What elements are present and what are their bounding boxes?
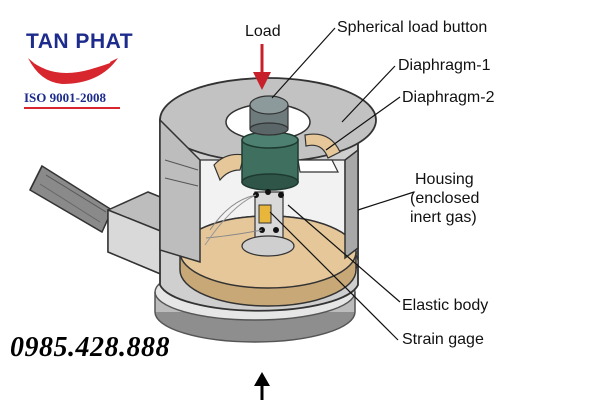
label-housing-line2: (enclosed [410, 190, 480, 207]
label-strain-gage: Strain gage [402, 331, 484, 348]
label-elastic-body: Elastic body [402, 297, 489, 314]
load-arrow [253, 44, 271, 90]
label-spherical-load-button: Spherical load button [337, 19, 488, 36]
label-load: Load [245, 23, 281, 40]
strain-gage-element [258, 204, 272, 224]
spherical-load-button [249, 95, 289, 136]
cable [29, 164, 113, 234]
tan-phat-logo [24, 58, 120, 109]
reaction-arrow [254, 372, 270, 400]
brand-iso: ISO 9001-2008 [24, 90, 106, 105]
label-diaphragm-1: Diaphragm-1 [398, 57, 491, 74]
logo-red-swoosh [28, 58, 118, 84]
label-housing-line1: Housing [415, 171, 474, 188]
logo-red-swoosh-2 [33, 61, 111, 72]
central-column [241, 131, 299, 191]
phone-number: 0985.428.888 [10, 332, 170, 363]
label-diaphragm-2: Diaphragm-2 [402, 89, 495, 106]
strain-gage-column [204, 189, 295, 257]
brand-name: TAN PHAT [26, 30, 134, 53]
label-housing-line3: inert gas) [410, 209, 477, 226]
diaphragm-2 [213, 133, 341, 182]
leader-lines [269, 27, 415, 341]
